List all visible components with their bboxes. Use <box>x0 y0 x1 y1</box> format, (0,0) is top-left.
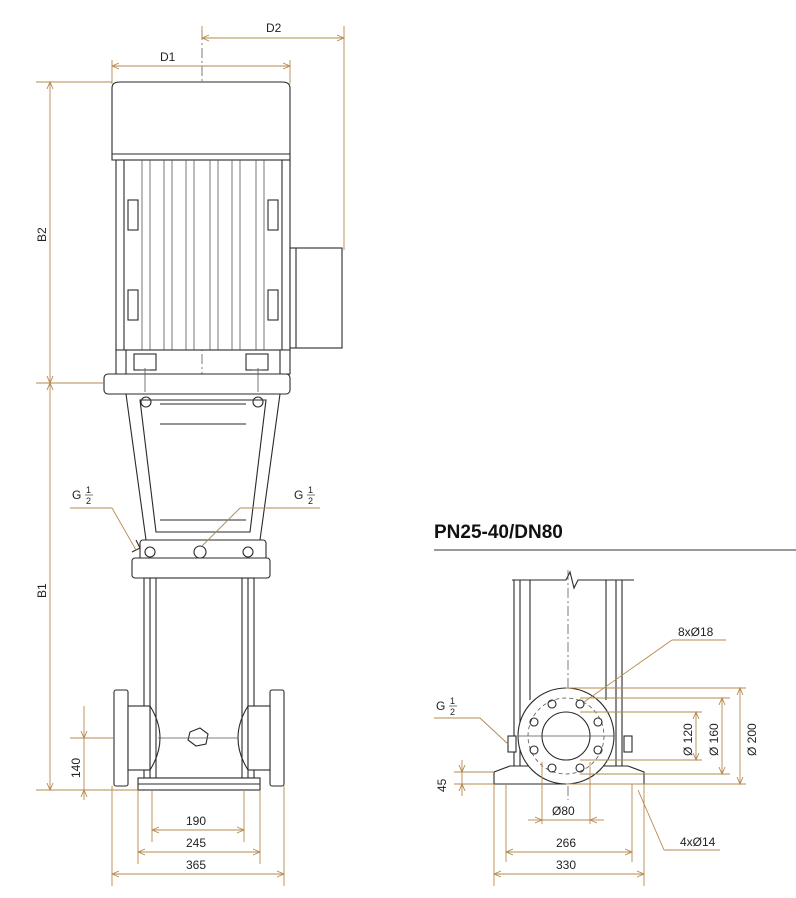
g-left-letter: G <box>72 488 81 502</box>
holes8-label: 8xØ18 <box>678 625 714 639</box>
side-boss-left <box>507 735 517 753</box>
bolt-hole <box>593 717 603 727</box>
pump-flanges <box>113 689 285 787</box>
break-line <box>512 570 634 590</box>
lantern-bracket <box>125 393 281 541</box>
g-right-letter: G <box>294 488 303 502</box>
g-half-left-callout: G 1 2 <box>70 485 137 551</box>
g-left-frac-num: 1 <box>86 485 91 495</box>
side-flange <box>517 687 615 785</box>
d120-label: Ø 120 <box>681 723 695 756</box>
g-half-side-callout: G 1 2 <box>434 696 509 745</box>
g-side-frac-den: 2 <box>450 707 455 717</box>
bolt-hole <box>547 763 557 773</box>
d140-label: 140 <box>69 758 83 778</box>
d330-label: 330 <box>556 858 576 872</box>
g-side-letter: G <box>436 699 445 713</box>
bolt-hole <box>547 699 557 709</box>
g-half-right-callout: G 1 2 <box>201 485 320 547</box>
pump-sleeve <box>143 577 255 779</box>
coupling-flange <box>103 373 291 395</box>
d160-label: Ø 160 <box>707 723 721 756</box>
side-view: PN25-40/DN80 <box>434 522 796 800</box>
holes4-label: 4xØ14 <box>680 835 716 849</box>
b1-label: B1 <box>35 583 49 598</box>
g-right-frac-num: 1 <box>308 485 313 495</box>
bolt-hole <box>529 745 539 755</box>
terminal-box <box>289 247 343 349</box>
g-side-frac-num: 1 <box>450 696 455 706</box>
d365-label: 365 <box>186 858 206 872</box>
d190-label: 190 <box>186 814 206 828</box>
front-view <box>103 30 343 791</box>
g-right-frac-den: 2 <box>308 496 313 506</box>
b2-label: B2 <box>35 227 49 242</box>
bolt-hole <box>575 699 585 709</box>
pump-base <box>137 777 261 791</box>
model-title: PN25-40/DN80 <box>434 522 563 543</box>
pump-head <box>131 539 271 579</box>
d245-label: 245 <box>186 836 206 850</box>
d1-label: D1 <box>160 50 176 64</box>
d80-label: Ø80 <box>552 804 575 818</box>
d266-label: 266 <box>556 836 576 850</box>
motor-body <box>115 159 291 351</box>
d2-label: D2 <box>266 21 282 35</box>
front-dimensions: D1 D2 B2 B1 140 190 245 <box>35 21 344 886</box>
bolt-hole <box>575 763 585 773</box>
side-dimensions: 8xØ18 Ø 120 Ø 160 Ø 200 G 1 2 45 <box>434 625 759 886</box>
motor-cap <box>111 81 291 161</box>
g-left-frac-den: 2 <box>86 496 91 506</box>
side-boss-right <box>623 735 633 753</box>
bolt-hole <box>529 717 539 727</box>
motor-stool <box>115 349 291 375</box>
d45-label: 45 <box>435 778 449 792</box>
bolt-hole <box>593 745 603 755</box>
d200-label: Ø 200 <box>745 723 759 756</box>
